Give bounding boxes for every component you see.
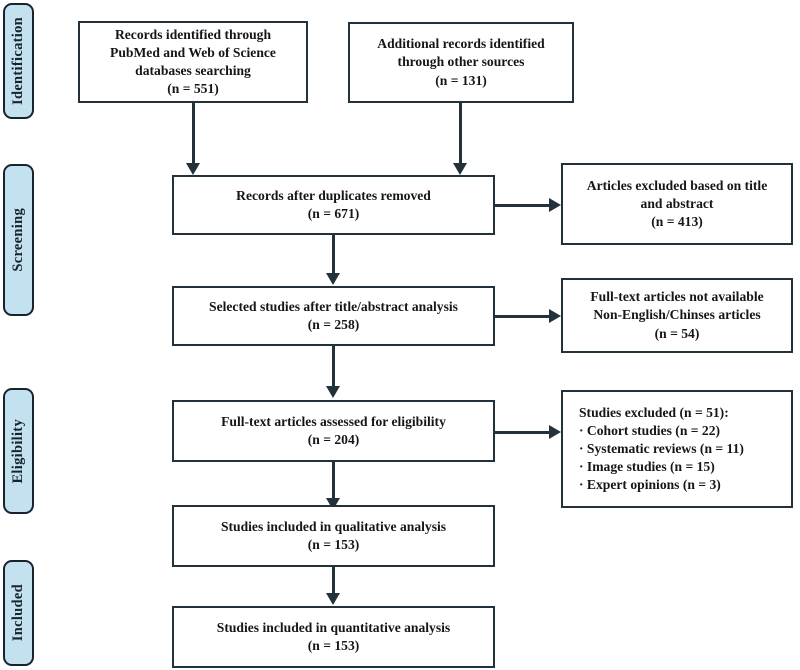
stage-label-identification-text: Identification bbox=[10, 17, 26, 105]
exclusion-reason: · Systematic reviews (n = 11) bbox=[579, 440, 744, 456]
box-line: Studies excluded (n = 51): bbox=[579, 404, 729, 420]
box-line: Full-text articles not available bbox=[590, 289, 764, 305]
box-line: databases searching bbox=[135, 63, 251, 78]
box-articles-excluded-title-abstract: Articles excluded based on title and abs… bbox=[561, 163, 793, 245]
connector-qualitative-to-quantitative bbox=[332, 567, 335, 595]
box-count: (n = 204) bbox=[307, 432, 360, 447]
arrowhead-assessed-to-excluded-reasons bbox=[549, 425, 561, 439]
box-studies-excluded-reasons: Studies excluded (n = 51): · Cohort stud… bbox=[561, 390, 793, 508]
box-full-text-not-available: Full-text articles not available Non-Eng… bbox=[561, 278, 793, 353]
box-line: Selected studies after title/abstract an… bbox=[209, 298, 458, 314]
connector-additional-to-duplicates bbox=[459, 103, 462, 165]
box-line: Articles excluded based on title bbox=[586, 177, 768, 193]
box-count: (n = 551) bbox=[167, 81, 219, 97]
arrowhead-duplicates-to-excluded-title bbox=[549, 198, 561, 212]
box-count: (n = 413) bbox=[651, 214, 703, 230]
box-line: and abstract bbox=[640, 195, 714, 211]
arrowhead-additional-to-duplicates bbox=[453, 163, 467, 175]
box-count: (n = 153) bbox=[307, 537, 360, 552]
box-line: Additional records identified bbox=[377, 36, 545, 52]
arrowhead-records-to-duplicates bbox=[186, 163, 200, 175]
connector-assessed-to-excluded-reasons bbox=[495, 431, 549, 434]
arrowhead-selected-to-fulltext-unavailable bbox=[549, 309, 561, 323]
box-additional-records-other-sources: Additional records identified through ot… bbox=[348, 22, 574, 103]
box-count: (n = 258) bbox=[307, 317, 360, 332]
box-line: Records identified through bbox=[114, 26, 272, 42]
exclusion-reason: · Expert opinions (n = 3) bbox=[579, 477, 721, 493]
connector-duplicates-to-selected bbox=[332, 235, 335, 275]
box-line: Studies included in qualitative analysis bbox=[220, 518, 447, 534]
connector-assessed-to-qualitative bbox=[332, 462, 335, 500]
box-full-text-assessed-eligibility: Full-text articles assessed for eligibil… bbox=[172, 400, 495, 462]
arrowhead-duplicates-to-selected bbox=[326, 273, 340, 285]
stage-label-eligibility-text: Eligibility bbox=[10, 418, 26, 484]
connector-selected-to-fulltext-assessed bbox=[332, 346, 335, 388]
box-count: (n = 54) bbox=[654, 325, 700, 341]
box-line: Records after duplicates removed bbox=[236, 187, 431, 203]
box-line: through other sources bbox=[397, 54, 525, 70]
box-line: Studies included in quantitative analysi… bbox=[216, 619, 451, 635]
box-records-identified-databases: Records identified through PubMed and We… bbox=[78, 21, 308, 103]
exclusion-reason: · Cohort studies (n = 22) bbox=[579, 422, 721, 438]
box-included-qualitative: Studies included in qualitative analysis… bbox=[172, 505, 495, 567]
arrowhead-qualitative-to-quantitative bbox=[326, 593, 340, 605]
stage-label-eligibility: Eligibility bbox=[3, 388, 34, 514]
exclusion-reason: · Image studies (n = 15) bbox=[579, 459, 715, 475]
stage-label-included: Included bbox=[3, 560, 34, 666]
box-selected-studies-title-abstract: Selected studies after title/abstract an… bbox=[172, 286, 495, 346]
connector-duplicates-to-excluded-title bbox=[495, 204, 549, 207]
box-count: (n = 131) bbox=[435, 72, 487, 88]
box-count: (n = 671) bbox=[307, 206, 360, 221]
arrowhead-selected-to-fulltext-assessed bbox=[326, 386, 340, 398]
stage-label-screening-text: Screening bbox=[10, 208, 26, 272]
box-line: Full-text articles assessed for eligibil… bbox=[221, 413, 446, 429]
stage-label-identification: Identification bbox=[3, 3, 34, 119]
connector-selected-to-fulltext-unavailable bbox=[495, 315, 549, 318]
box-line: Non-English/Chinses articles bbox=[593, 307, 761, 323]
stage-label-included-text: Included bbox=[10, 584, 26, 642]
stage-label-screening: Screening bbox=[3, 164, 34, 316]
box-line: PubMed and Web of Science bbox=[110, 44, 276, 60]
box-included-quantitative: Studies included in quantitative analysi… bbox=[172, 606, 495, 668]
connector-records-to-duplicates bbox=[192, 103, 195, 165]
box-count: (n = 153) bbox=[307, 638, 360, 653]
box-records-after-duplicates-removed: Records after duplicates removed (n = 67… bbox=[172, 175, 495, 235]
